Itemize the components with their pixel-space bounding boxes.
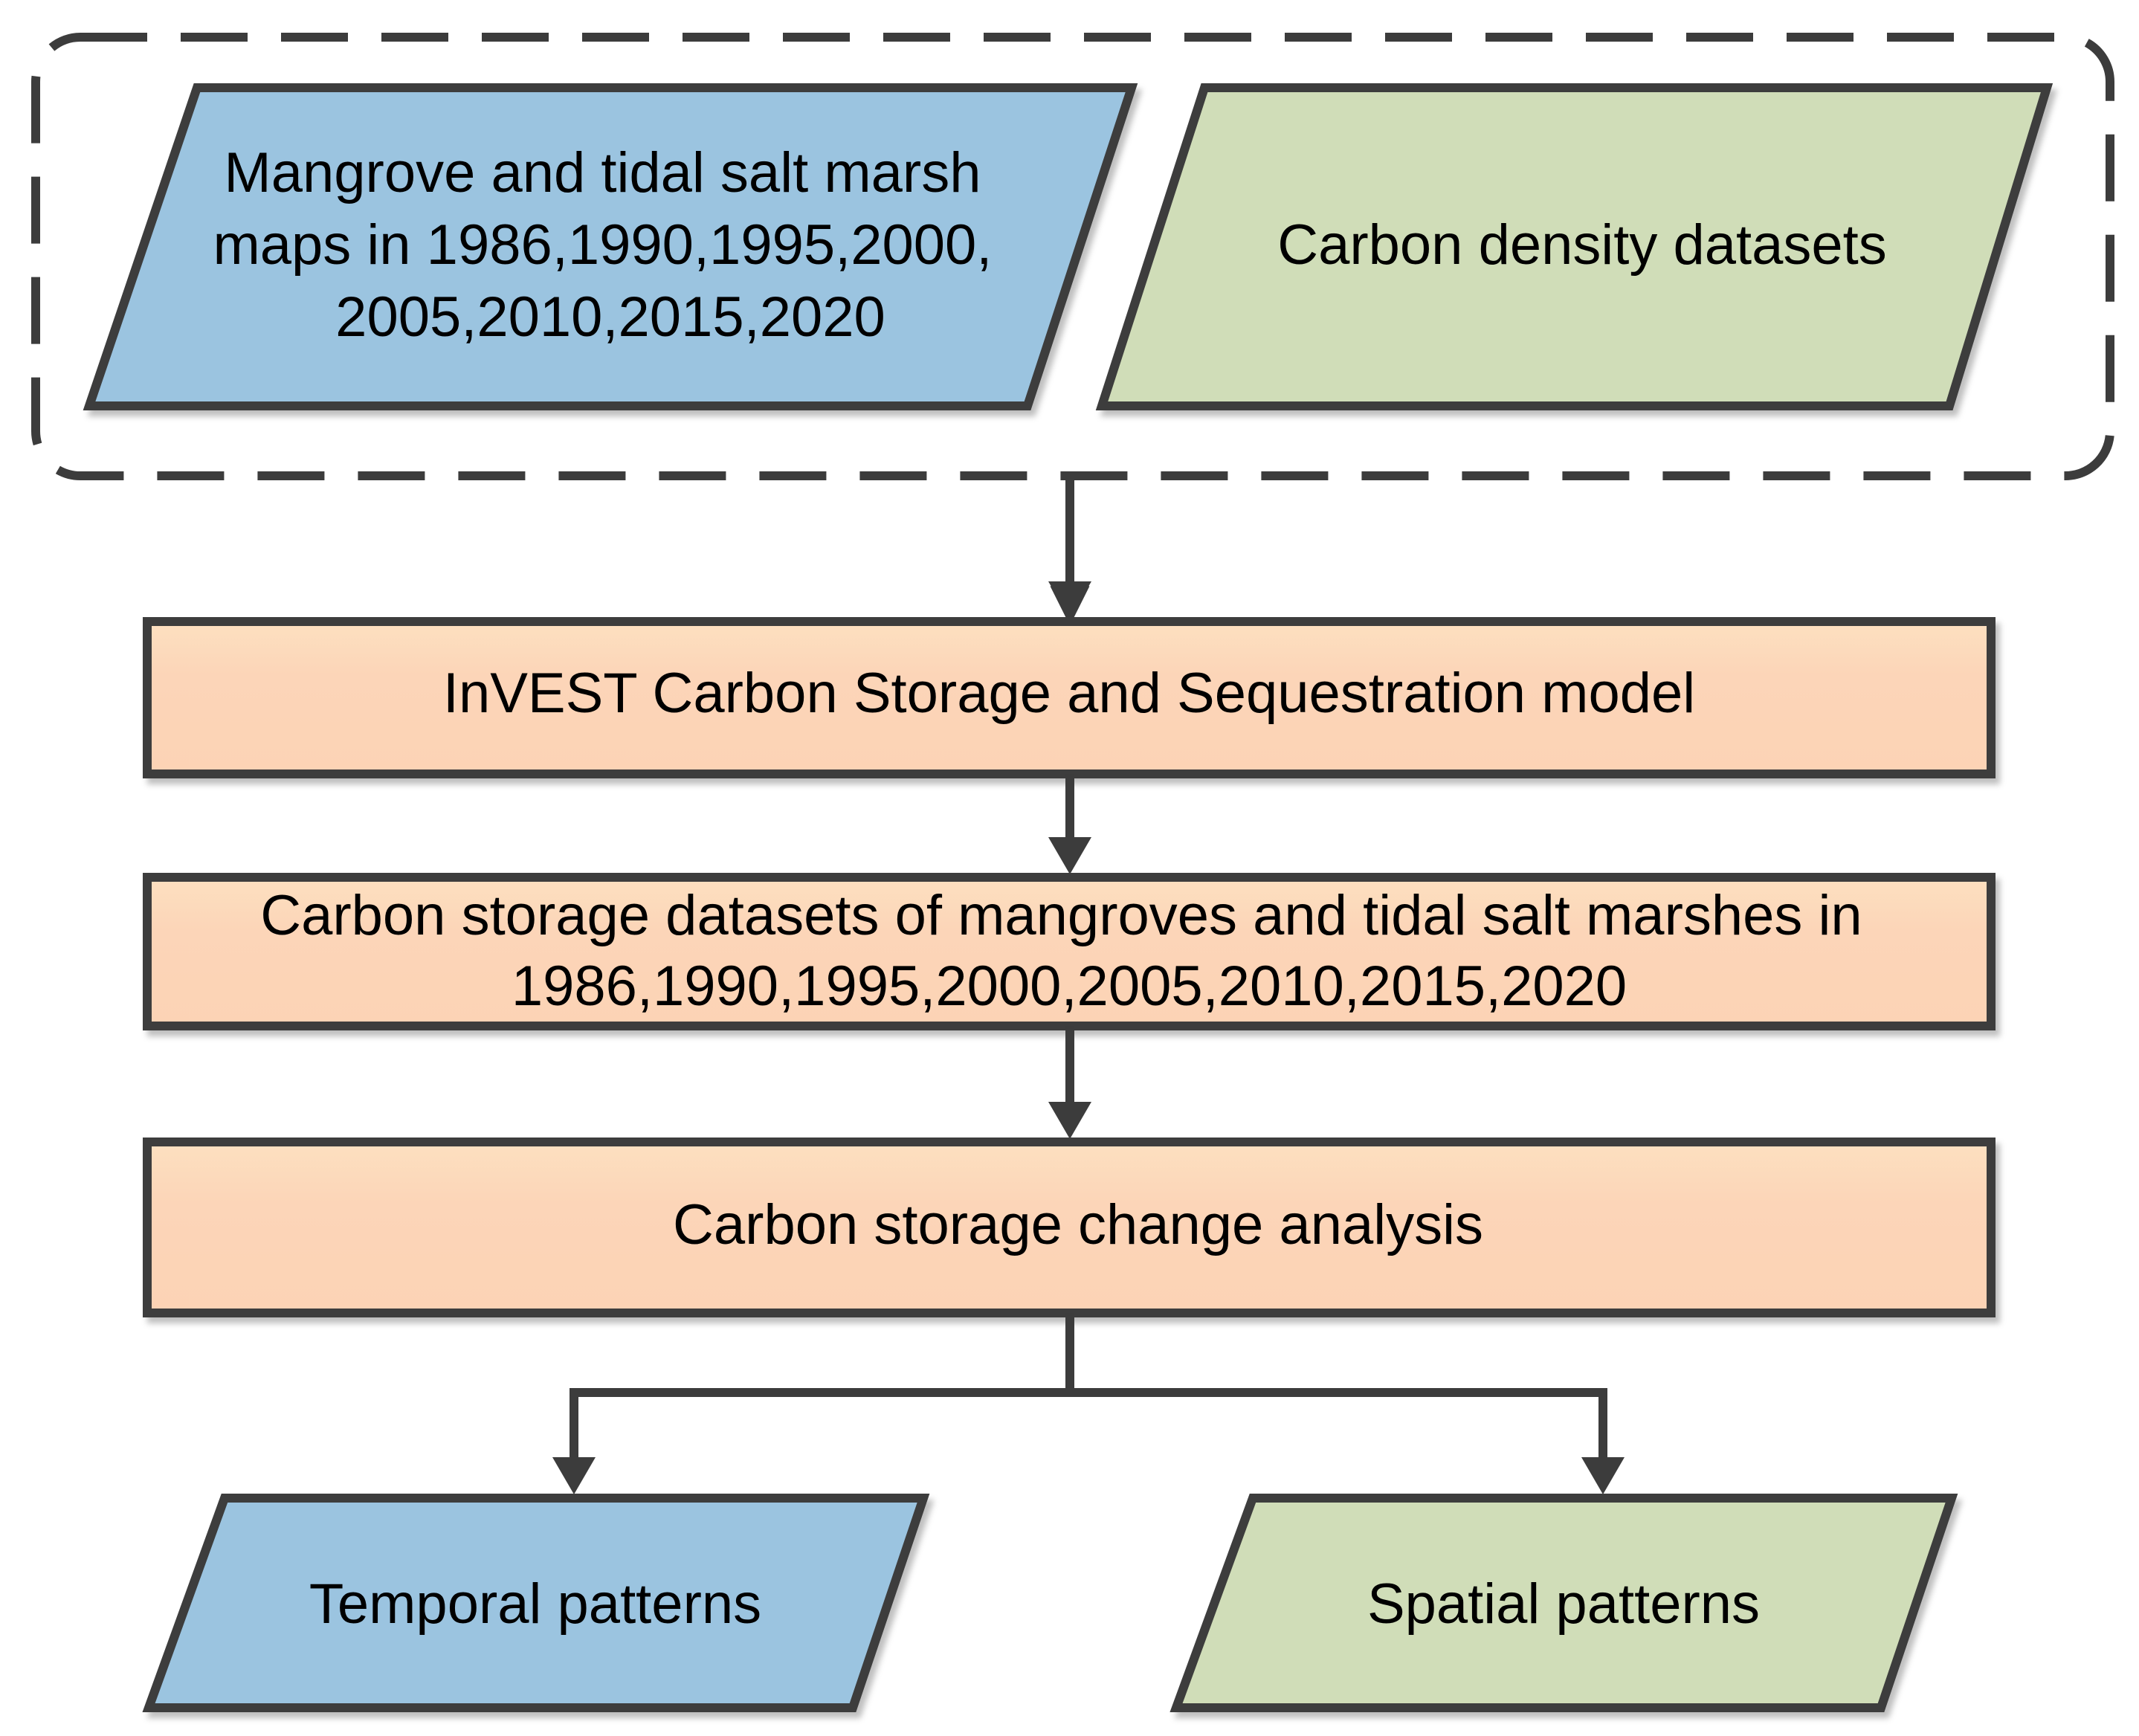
spatial-patterns-node: Spatial patterns: [1169, 1494, 1958, 1712]
change-analysis-shape: [143, 1138, 1996, 1317]
arrow-invest-to-storage: [1048, 774, 1091, 874]
carbon-density-shape: [1095, 83, 2053, 410]
change-analysis-label: Carbon storage change analysis: [673, 1193, 1483, 1256]
storage-datasets-node: Carbon storage datasets of mangroves and…: [143, 873, 1996, 1030]
svg-text:Mangrove and tidal salt marsh: Mangrove and tidal salt marsh maps in 19…: [213, 141, 1007, 349]
temporal-patterns-label: Temporal patterns: [309, 1572, 761, 1636]
mangrove-maps-line-3: 2005,2010,2015,2020: [335, 285, 885, 349]
storage-datasets-line-1: Carbon storage datasets of mangroves and…: [260, 884, 1862, 947]
carbon-density-node: Carbon density datasets: [1095, 83, 2053, 410]
carbon-density-label: Carbon density datasets: [1277, 213, 1887, 277]
mangrove-maps-line-2: maps in 1986,1990,1995,2000,: [213, 213, 992, 277]
arrowhead-temporal: [552, 1457, 596, 1494]
spatial-patterns-shape: [1169, 1494, 1958, 1712]
temporal-patterns-node: Temporal patterns: [142, 1494, 930, 1712]
mangrove-maps-shape: [83, 83, 1138, 410]
svg-text:Carbon storage datasets of man: Carbon storage datasets of mangroves and…: [260, 884, 1878, 1018]
mangrove-maps-line-1: Mangrove and tidal salt marsh: [224, 141, 981, 204]
spatial-patterns-label: Spatial patterns: [1367, 1572, 1760, 1636]
temporal-patterns-shape: [142, 1494, 930, 1712]
branch-connector: [552, 1313, 1625, 1494]
invest-model-label: InVEST Carbon Storage and Sequestration …: [443, 662, 1695, 725]
arrowhead-spatial: [1581, 1457, 1625, 1494]
change-analysis-node: Carbon storage change analysis: [143, 1138, 1996, 1317]
invest-model-node: InVEST Carbon Storage and Sequestration …: [143, 617, 1996, 778]
storage-datasets-line-2: 1986,1990,1995,2000,2005,2010,2015,2020: [512, 955, 1627, 1018]
mangrove-maps-node: Mangrove and tidal salt marsh maps in 19…: [83, 83, 1138, 410]
storage-datasets-shape: [143, 873, 1996, 1030]
arrow-inputs-to-invest: [1048, 476, 1091, 626]
arrow-storage-to-analysis: [1048, 1026, 1091, 1139]
